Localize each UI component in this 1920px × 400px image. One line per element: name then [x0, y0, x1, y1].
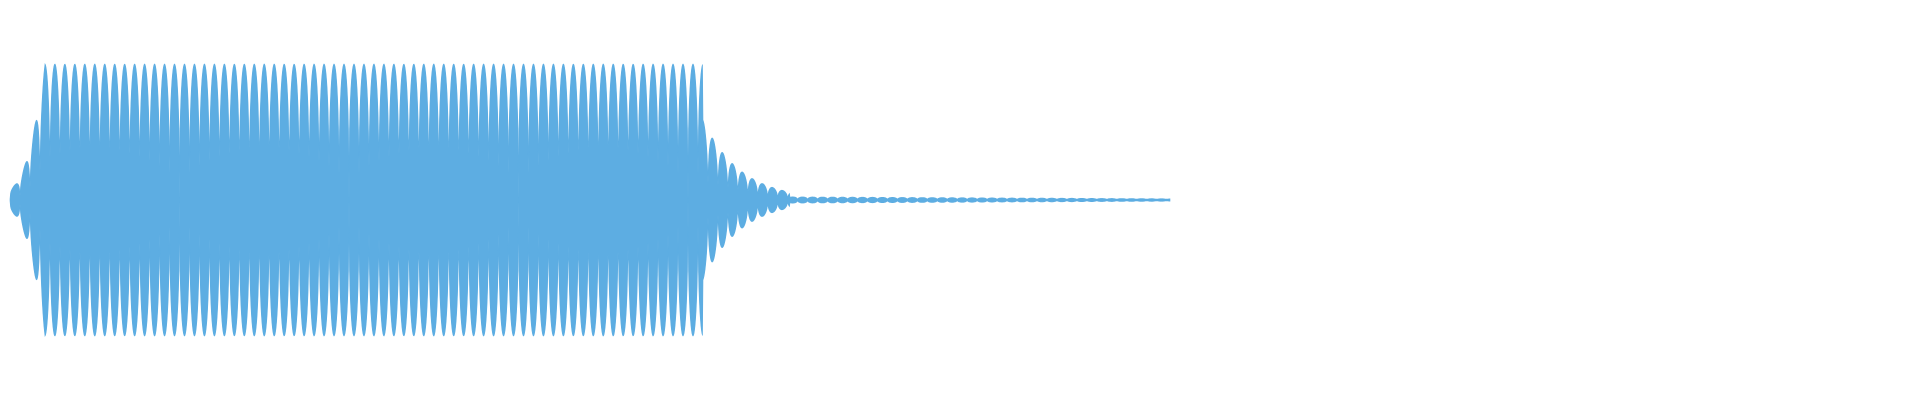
waveform-shape	[9, 63, 1171, 337]
